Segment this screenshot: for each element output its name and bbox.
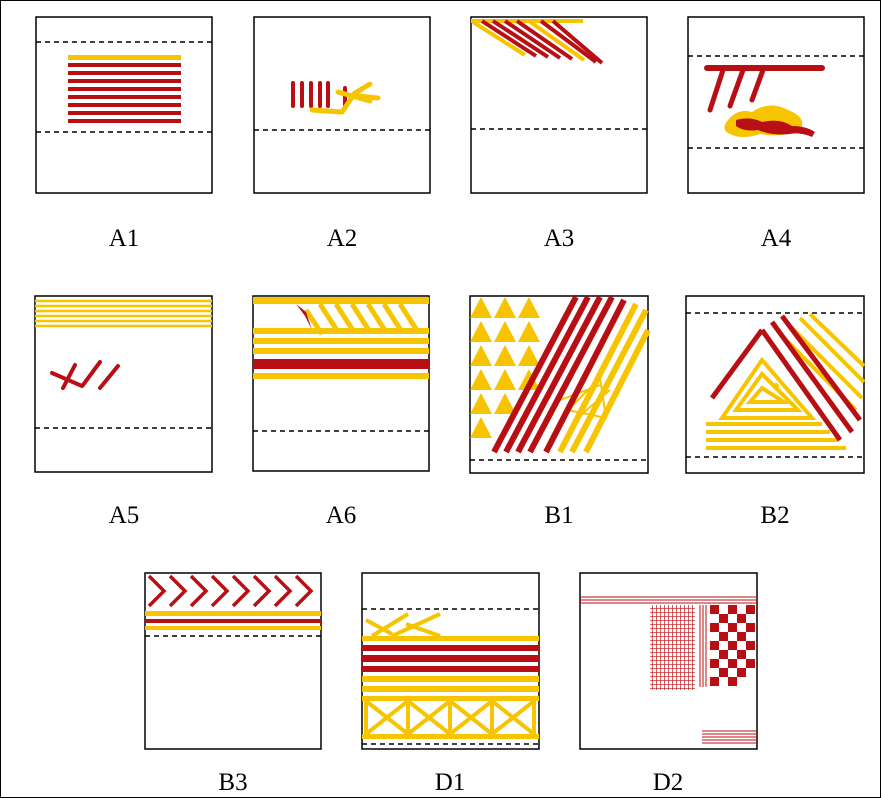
label-b3: B3	[163, 770, 303, 795]
panel-b1	[470, 296, 648, 473]
panel-b3	[145, 573, 321, 749]
panel-a5	[35, 296, 212, 472]
label-a2: A2	[272, 226, 412, 251]
label-d2: D2	[598, 770, 738, 795]
label-a4: A4	[706, 226, 846, 251]
panel-d1	[362, 573, 539, 749]
panel-a1	[36, 17, 212, 193]
panel-a2	[254, 17, 430, 193]
label-b1: B1	[489, 503, 629, 528]
label-a6: A6	[271, 503, 411, 528]
panel-a6	[253, 296, 429, 471]
label-a3: A3	[489, 226, 629, 251]
label-a1: A1	[54, 226, 194, 251]
a1-stripes	[68, 55, 181, 123]
panel-a3	[471, 17, 647, 193]
panel-a4	[688, 17, 864, 193]
label-a5: A5	[54, 503, 194, 528]
panel-b2	[686, 296, 864, 473]
label-d1: D1	[380, 770, 520, 795]
panel-d2	[580, 573, 757, 749]
label-b2: B2	[705, 503, 845, 528]
